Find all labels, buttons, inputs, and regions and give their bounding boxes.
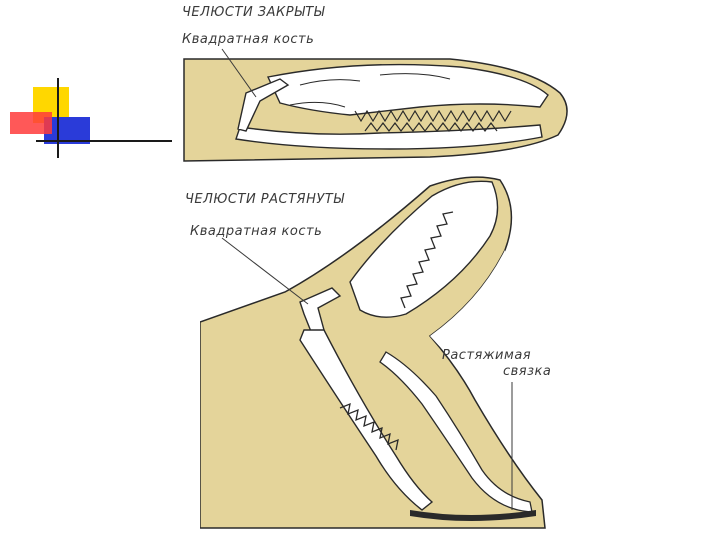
ligament-label-line2: связка xyxy=(503,364,551,379)
closed-jaws-illustration xyxy=(180,45,580,170)
decorative-squares xyxy=(0,0,180,170)
closed-quadrate-label: Квадратная кость xyxy=(182,32,314,47)
red-square xyxy=(10,112,52,134)
closed-jaws-heading: ЧЕЛЮСТИ ЗАКРЫТЫ xyxy=(182,5,325,20)
open-jaws-heading: ЧЕЛЮСТИ РАСТЯНУТЫ xyxy=(185,192,344,207)
open-quadrate-label: Квадратная кость xyxy=(190,224,322,239)
ligament-label-line1: Растяжимая xyxy=(442,348,531,363)
open-quadrate-leader xyxy=(222,238,308,304)
